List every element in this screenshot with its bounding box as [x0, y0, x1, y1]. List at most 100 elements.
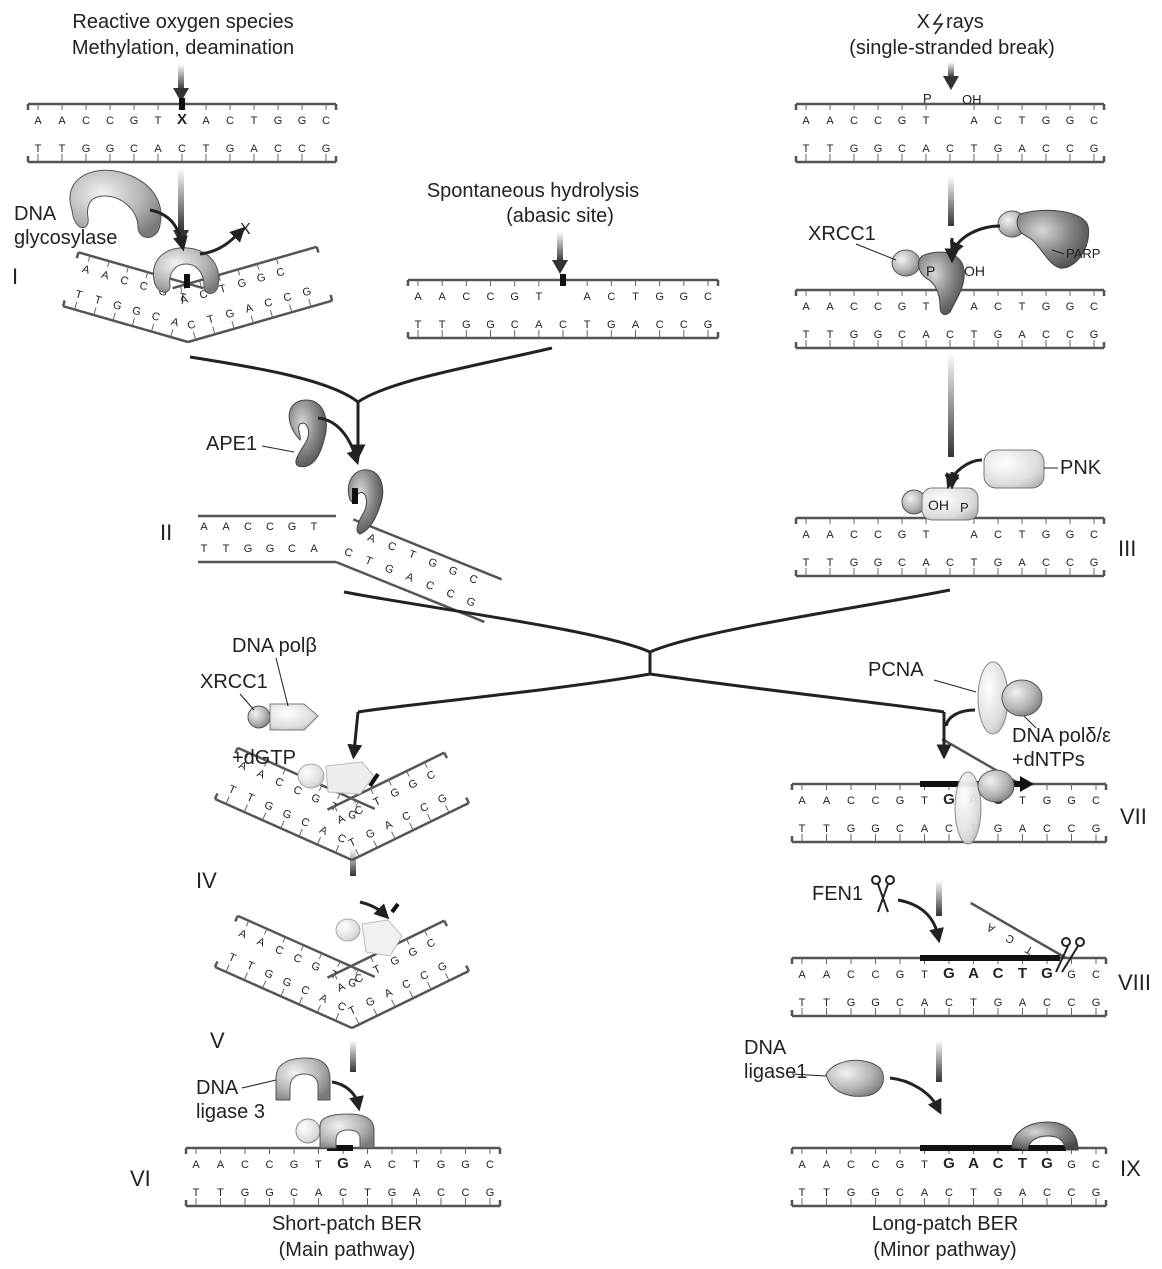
base-bottom: G: [462, 319, 471, 331]
base-top: G: [461, 1159, 470, 1171]
pathway-short-sub: (Main pathway): [279, 1239, 416, 1261]
base-bottom: A: [921, 823, 929, 835]
base-bottom: G: [241, 1187, 250, 1199]
dna-abasic-site: ATATCGCGGCTACATCGTAGCGCCG: [408, 274, 718, 338]
base-top: C: [847, 795, 855, 807]
base-bottom: T: [823, 823, 830, 835]
base-bottom: G: [82, 143, 91, 155]
base-top: C: [462, 291, 470, 303]
base-bottom: A: [404, 571, 416, 585]
base-bottom: G: [850, 143, 859, 155]
pcna-pol-delta-bound: [955, 770, 1014, 844]
base-top: A: [823, 969, 831, 981]
base-bottom: C: [130, 143, 138, 155]
label-xrcc1-top: XRCC1: [808, 223, 876, 245]
base-top: C: [291, 784, 303, 798]
base-bottom: C: [896, 997, 904, 1009]
base-top: C: [388, 1159, 396, 1171]
base-top: A: [802, 301, 810, 313]
base-bottom: C: [462, 1187, 470, 1199]
pathway-short-name: Short-patch BER: [272, 1213, 422, 1235]
base-bottom: A: [1019, 823, 1027, 835]
base-bottom: C: [342, 546, 354, 560]
base-bottom: C: [299, 816, 311, 830]
base-top: C: [266, 1159, 274, 1171]
base-bottom: T: [827, 557, 834, 569]
base-bottom: T: [799, 823, 806, 835]
base-bottom: T: [223, 543, 230, 555]
base-top: C: [850, 529, 858, 541]
base-bottom: G: [871, 823, 880, 835]
base-bottom: G: [280, 807, 293, 821]
base-top: A: [826, 301, 834, 313]
base-top: G: [896, 795, 905, 807]
base-bottom: T: [803, 143, 810, 155]
base-top: A: [823, 795, 831, 807]
base-bottom: C: [559, 319, 567, 331]
flap-strand: ACT: [962, 903, 1066, 973]
base-bottom: A: [922, 329, 930, 341]
base-bottom: G: [280, 975, 293, 989]
base-top: C: [993, 965, 1004, 982]
base-top: G: [943, 791, 955, 808]
base-top: C: [994, 529, 1002, 541]
base-bottom: G: [322, 143, 331, 155]
base-top: G: [896, 969, 905, 981]
label-dna-ligase1-2: ligase1: [744, 1061, 807, 1083]
base-bottom: G: [994, 997, 1003, 1009]
label-ape1: APE1: [206, 433, 257, 455]
base-bottom: G: [1090, 143, 1099, 155]
dna-pol-beta-leaving: [336, 904, 402, 956]
base-top: C: [1092, 969, 1100, 981]
base-top: G: [274, 115, 283, 127]
base-bottom: T: [970, 1187, 977, 1199]
base-top: G: [309, 792, 322, 806]
base-top: T: [923, 115, 930, 127]
ape1-free: [289, 400, 326, 467]
step-iv: IV: [196, 868, 217, 893]
base-bottom: G: [1090, 329, 1099, 341]
base-bottom: C: [1066, 329, 1074, 341]
base-top: C: [241, 1159, 249, 1171]
base-top: A: [217, 1159, 225, 1171]
base-bottom: T: [799, 997, 806, 1009]
base-top: G: [943, 1155, 955, 1172]
base-bottom: T: [245, 791, 256, 805]
base-bottom: A: [535, 319, 543, 331]
base-top: G: [896, 1159, 905, 1171]
base-bottom: G: [301, 285, 313, 299]
base-bottom: C: [656, 319, 664, 331]
base-bottom: T: [59, 143, 66, 155]
base-bottom: C: [898, 329, 906, 341]
base-top: A: [34, 115, 42, 127]
base-top: G: [288, 521, 297, 533]
base-bottom: A: [632, 319, 640, 331]
base-bottom: G: [994, 143, 1003, 155]
base-top: G: [290, 1159, 299, 1171]
base-bottom: A: [1019, 997, 1027, 1009]
dna-short-patch-ligated: ATATCGCGGCTAGCATCGTAGCGCCG: [186, 1148, 500, 1206]
dna-ligase1-free: [826, 1060, 884, 1096]
base-top: C: [275, 266, 286, 280]
base-bottom: G: [436, 792, 449, 807]
base-top: A: [583, 291, 591, 303]
base-bottom: G: [486, 319, 495, 331]
source-xrays-x: X: [917, 11, 930, 33]
base-bottom: C: [1068, 1187, 1076, 1199]
base-top: C: [1092, 1159, 1100, 1171]
label-p-parp: P: [926, 263, 935, 279]
base-bottom: G: [224, 307, 236, 321]
base-top: A: [970, 301, 978, 313]
base-bottom: G: [262, 799, 275, 813]
base-top: C: [386, 540, 398, 554]
base-bottom: T: [74, 288, 84, 301]
base-top: C: [1092, 795, 1100, 807]
base-top: T: [1019, 301, 1026, 313]
pathway-long-name: Long-patch BER: [872, 1213, 1019, 1235]
base-bottom: T: [206, 313, 216, 326]
base-bottom: C: [1042, 143, 1050, 155]
base-bottom: G: [994, 329, 1003, 341]
base-top: G: [1066, 301, 1075, 313]
base-bottom: A: [1018, 557, 1026, 569]
